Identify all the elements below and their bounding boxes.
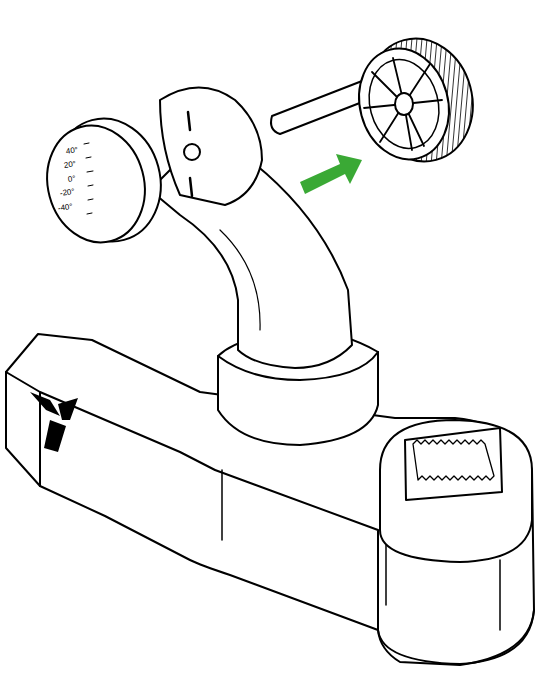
serrated-teeth: [413, 440, 494, 480]
dial-ticks: [84, 143, 93, 214]
round-end: [380, 420, 532, 562]
tube-shade: [220, 230, 260, 330]
knob-face: [347, 39, 461, 170]
dial-face: [34, 115, 157, 254]
angle-label: 20°: [63, 160, 76, 170]
knob-spokes: [364, 58, 442, 150]
back-plate: [160, 88, 262, 206]
logo-mark: [30, 392, 78, 452]
angle-label: 0°: [67, 175, 76, 184]
serrated-socket: [405, 428, 502, 500]
round-end-bottom: [378, 610, 534, 664]
green-arrow: [300, 154, 362, 194]
angle-label: 40°: [65, 146, 78, 156]
